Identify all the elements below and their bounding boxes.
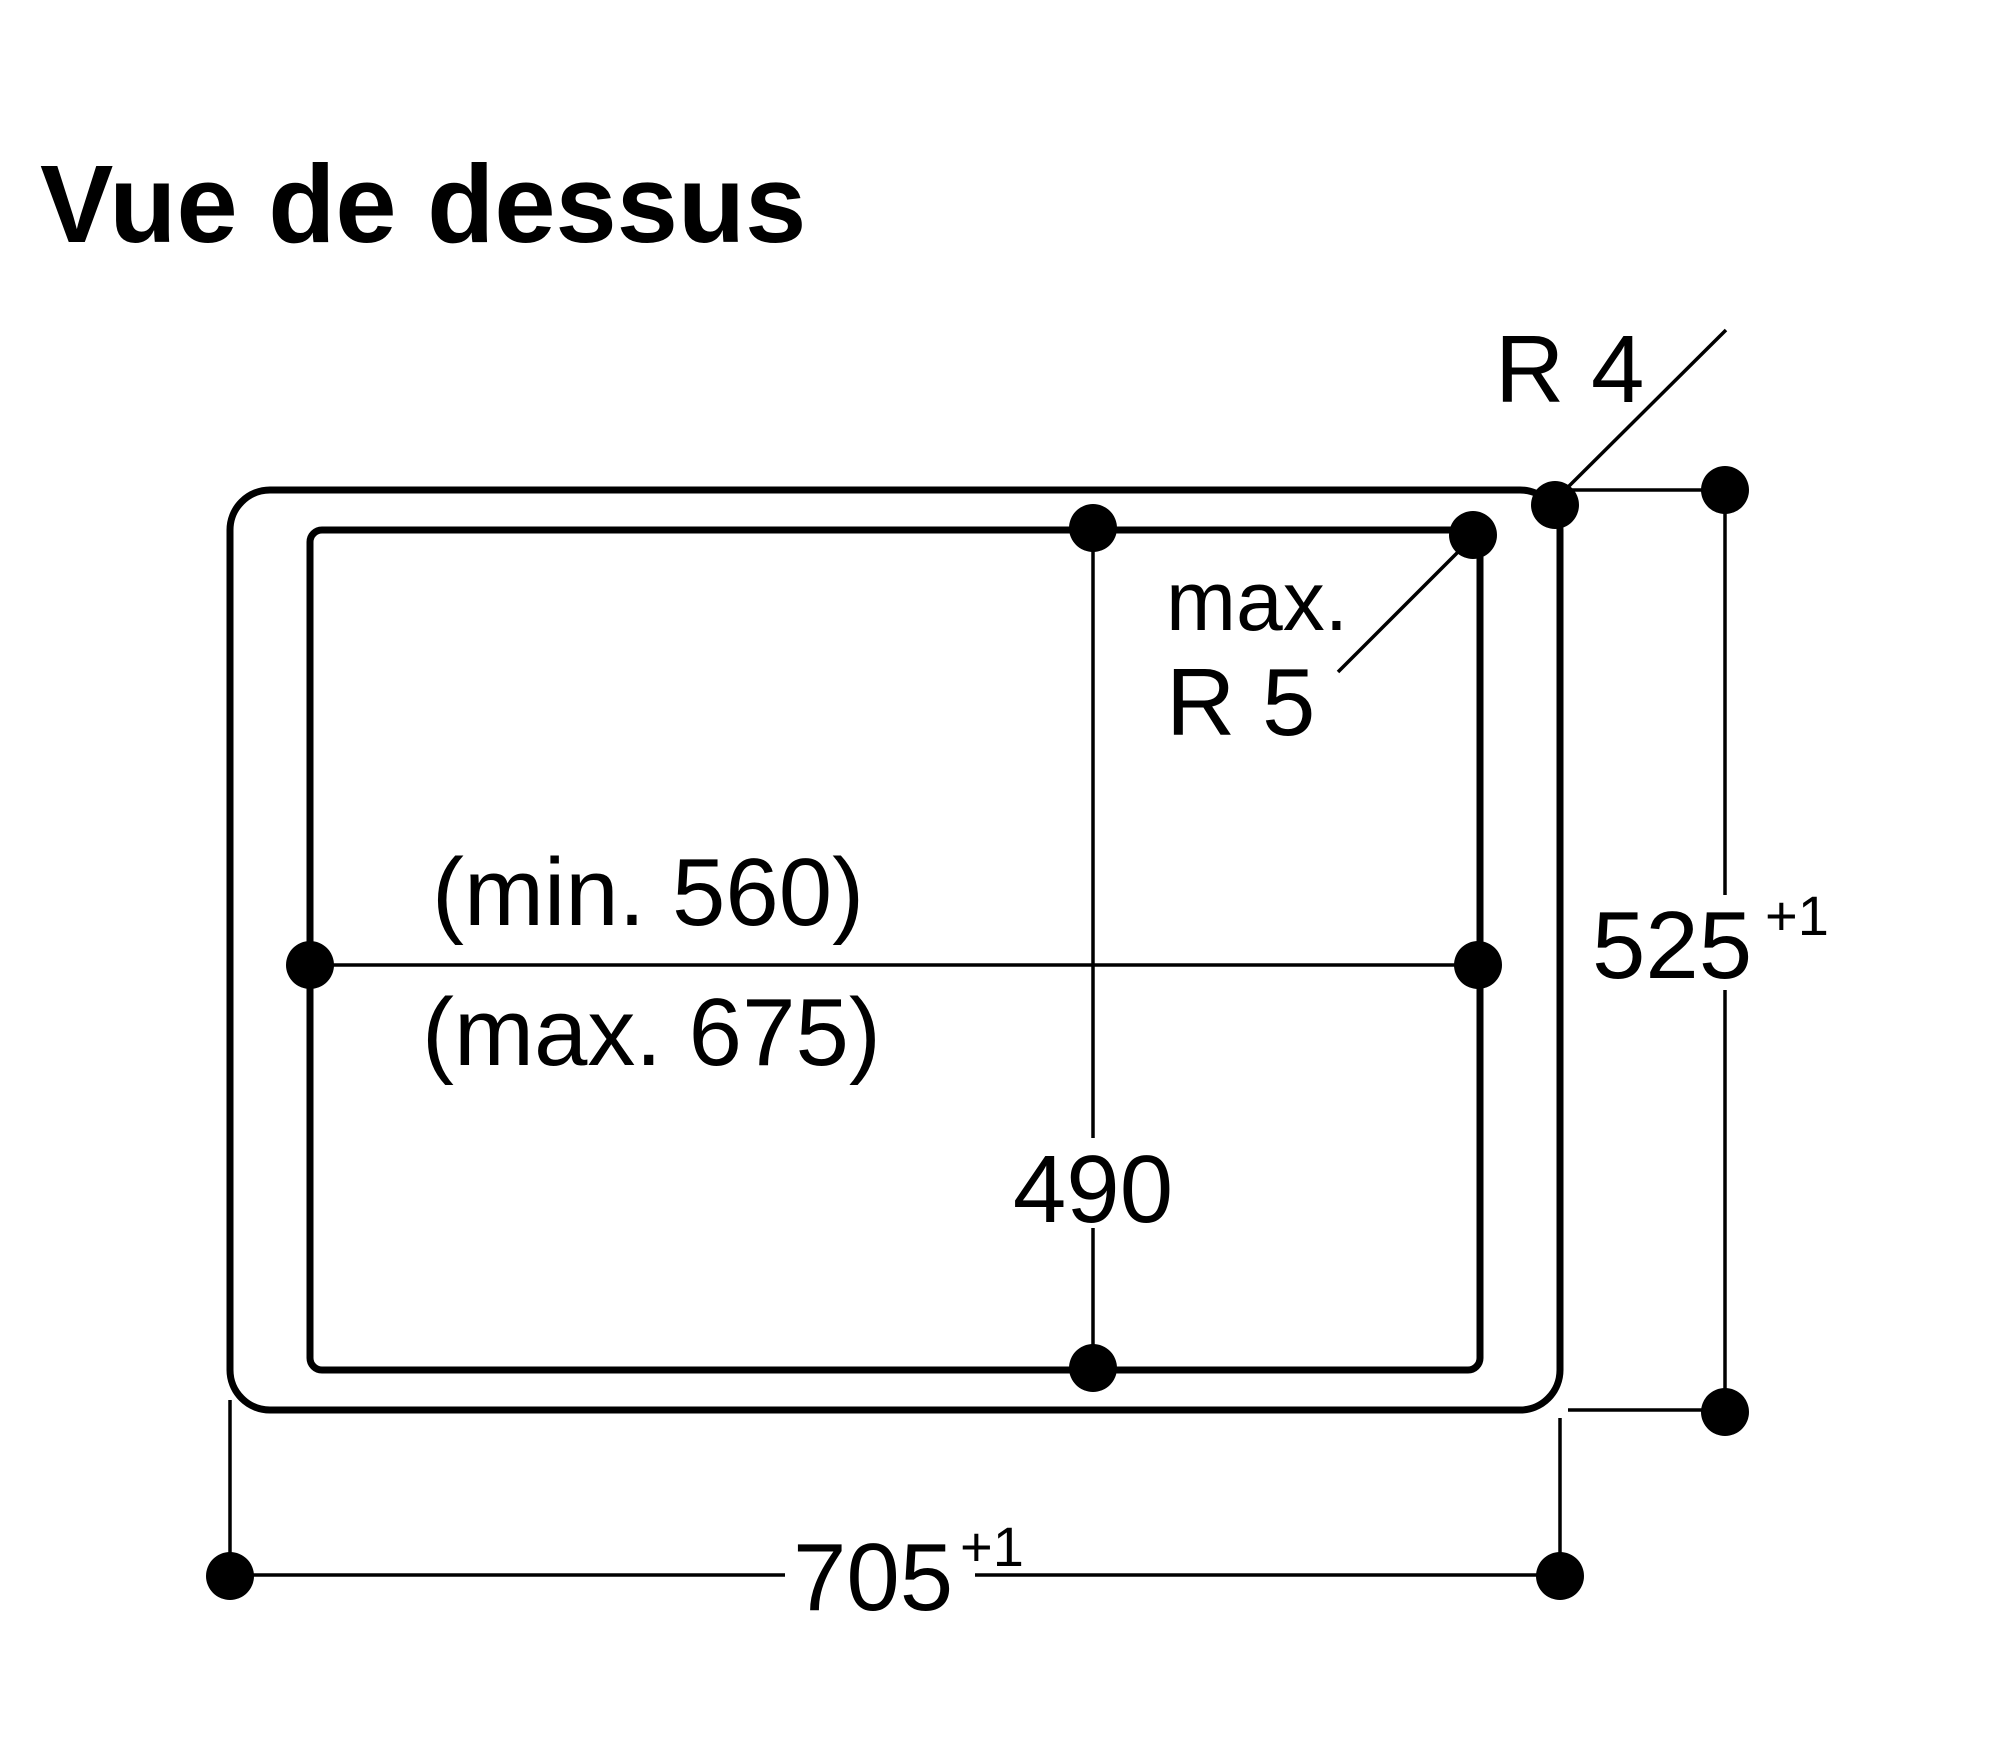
outer-depth-tolerance: +1 [1765, 884, 1829, 947]
outer-radius-leader [1553, 328, 1728, 502]
inner-depth-label: 490 [1013, 1136, 1173, 1243]
outer-width-label: 705 [793, 1524, 953, 1631]
outer-width-dot-left [206, 1552, 254, 1600]
inner-depth-dot-bottom [1069, 1344, 1117, 1392]
outer-depth-dot-bottom [1701, 1388, 1749, 1436]
inner-radius-label-value: R 5 [1166, 649, 1315, 756]
outer-width-tolerance: +1 [960, 1515, 1024, 1578]
inner-radius-label-max: max. [1166, 554, 1348, 648]
page-title: Vue de dessus [40, 143, 807, 266]
inner-width-dot-left [286, 941, 334, 989]
inner-width-dot-right [1454, 941, 1502, 989]
inner-radius-leader [1336, 533, 1477, 674]
outer-depth-dot-top [1701, 466, 1749, 514]
inner-radius-dot [1449, 511, 1497, 559]
max-width-label: (max. 675) [422, 979, 881, 1086]
outer-depth-label: 525 [1592, 892, 1752, 999]
outer-frame [226, 486, 1564, 1414]
outer-radius-label: R 4 [1495, 316, 1644, 423]
inner-depth-dot-top [1069, 504, 1117, 552]
min-width-label: (min. 560) [432, 839, 864, 946]
outer-radius-dot [1531, 481, 1579, 529]
outer-width-dot-right [1536, 1552, 1584, 1600]
